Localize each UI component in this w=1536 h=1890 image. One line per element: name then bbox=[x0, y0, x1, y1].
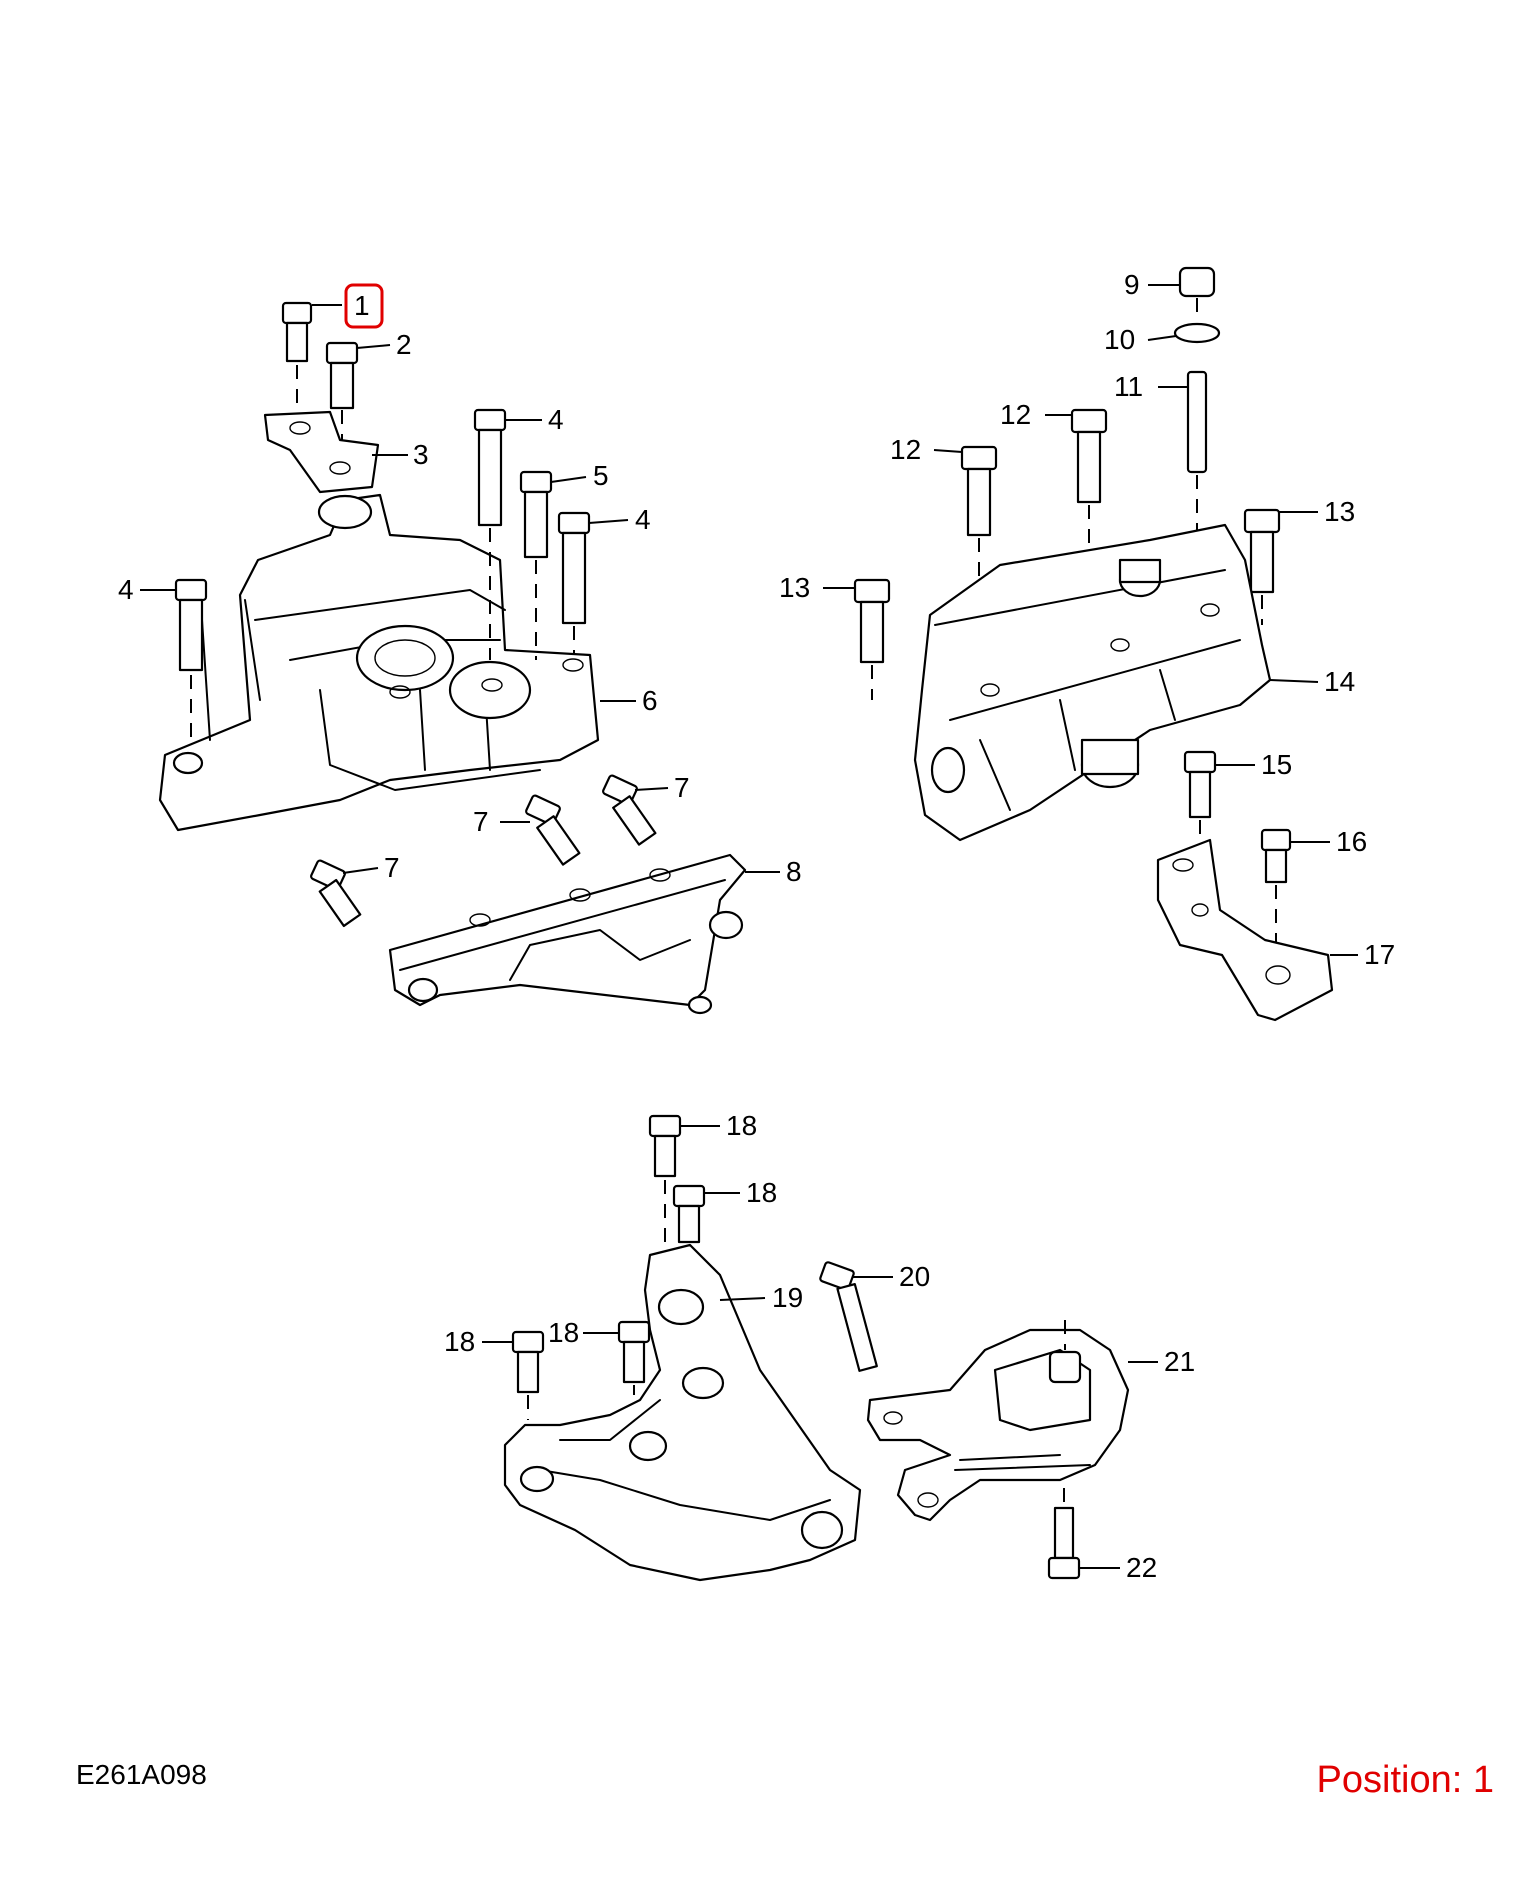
bolt-18-mid[interactable] bbox=[672, 1184, 706, 1265]
callout-21[interactable]: 21 bbox=[1164, 1346, 1195, 1377]
bolt-2[interactable] bbox=[325, 341, 359, 455]
bracket-17[interactable] bbox=[1156, 838, 1334, 1022]
position-indicator: Position: 1 bbox=[1317, 1759, 1494, 1801]
bolt-18-left[interactable] bbox=[511, 1330, 545, 1420]
callout-highlight-box bbox=[344, 283, 384, 329]
bolt-16[interactable] bbox=[1260, 828, 1292, 955]
bolt-1[interactable] bbox=[281, 301, 313, 425]
bolt-13-a[interactable] bbox=[853, 578, 891, 700]
bolt-5[interactable] bbox=[519, 470, 553, 660]
torque-arm-19[interactable] bbox=[503, 1243, 862, 1582]
transmission-mount-assembly bbox=[853, 266, 1334, 1022]
callout-12-left[interactable]: 12 bbox=[890, 434, 921, 465]
callout-3[interactable]: 3 bbox=[413, 439, 429, 470]
callout-13-left[interactable]: 13 bbox=[779, 572, 810, 603]
bolt-12-a[interactable] bbox=[960, 445, 998, 590]
bolt-20[interactable] bbox=[819, 1261, 878, 1372]
lower-mount-assembly bbox=[503, 1114, 1130, 1582]
bolt-18-right[interactable] bbox=[617, 1320, 651, 1395]
bolt-7-a[interactable] bbox=[310, 859, 362, 928]
callout-18-top[interactable]: 18 bbox=[726, 1110, 757, 1141]
callout-14[interactable]: 14 bbox=[1324, 666, 1355, 697]
bracket-8[interactable] bbox=[388, 853, 747, 1015]
callout-18-mid[interactable]: 18 bbox=[746, 1177, 777, 1208]
callout-7-left[interactable]: 7 bbox=[384, 852, 400, 883]
callout-18-right[interactable]: 18 bbox=[548, 1317, 579, 1348]
diagram-reference-code: E261A098 bbox=[76, 1759, 207, 1790]
callout-8[interactable]: 8 bbox=[786, 856, 802, 887]
callout-11[interactable]: 11 bbox=[1114, 371, 1143, 402]
bolt-7-b[interactable] bbox=[525, 794, 581, 866]
transmission-mount-14[interactable] bbox=[913, 523, 1272, 842]
callout-20[interactable]: 20 bbox=[899, 1261, 930, 1292]
rear-mount-21[interactable] bbox=[866, 1328, 1130, 1522]
bolt-18-top[interactable] bbox=[648, 1114, 682, 1245]
callout-9[interactable]: 9 bbox=[1124, 269, 1140, 300]
washer-10[interactable] bbox=[1173, 322, 1221, 344]
callout-15[interactable]: 15 bbox=[1261, 749, 1292, 780]
callout-16[interactable]: 16 bbox=[1336, 826, 1367, 857]
bracket-3[interactable] bbox=[263, 410, 380, 494]
bolt-13-b[interactable] bbox=[1243, 508, 1281, 625]
callout-13-right[interactable]: 13 bbox=[1324, 496, 1355, 527]
engine-mount-6[interactable] bbox=[158, 493, 600, 832]
callout-12-right[interactable]: 12 bbox=[1000, 399, 1031, 430]
callout-1[interactable]: 1 bbox=[354, 290, 370, 321]
callout-22[interactable]: 22 bbox=[1126, 1552, 1157, 1583]
bolt-4-right[interactable] bbox=[557, 511, 591, 655]
callout-4-left[interactable]: 4 bbox=[118, 574, 134, 605]
stud-11[interactable] bbox=[1186, 370, 1208, 535]
bolt-7-c[interactable] bbox=[602, 774, 657, 846]
nut-9[interactable] bbox=[1178, 266, 1216, 318]
callout-7-right[interactable]: 7 bbox=[674, 772, 690, 803]
callout-5[interactable]: 5 bbox=[593, 460, 609, 491]
bolt-22[interactable] bbox=[1047, 1320, 1081, 1580]
upper-engine-mount-assembly bbox=[158, 301, 747, 1015]
bolt-4-top[interactable] bbox=[473, 408, 507, 660]
callout-18-left[interactable]: 18 bbox=[444, 1326, 475, 1357]
callout-7-mid[interactable]: 7 bbox=[473, 806, 489, 837]
callout-4-right[interactable]: 4 bbox=[635, 504, 651, 535]
bolt-4-left[interactable] bbox=[174, 578, 208, 740]
callout-17[interactable]: 17 bbox=[1364, 939, 1395, 970]
callout-6[interactable]: 6 bbox=[642, 685, 658, 716]
callout-numbers: 1 2 3 4 4 4 5 6 7 7 7 8 9 10 11 12 12 13… bbox=[118, 269, 1395, 1583]
callout-4-top[interactable]: 4 bbox=[548, 404, 564, 435]
callout-19[interactable]: 19 bbox=[772, 1282, 803, 1313]
callout-leaders bbox=[140, 284, 1358, 1569]
bolt-12-b[interactable] bbox=[1070, 408, 1108, 550]
callout-10[interactable]: 10 bbox=[1104, 324, 1135, 355]
callout-2[interactable]: 2 bbox=[396, 329, 412, 360]
